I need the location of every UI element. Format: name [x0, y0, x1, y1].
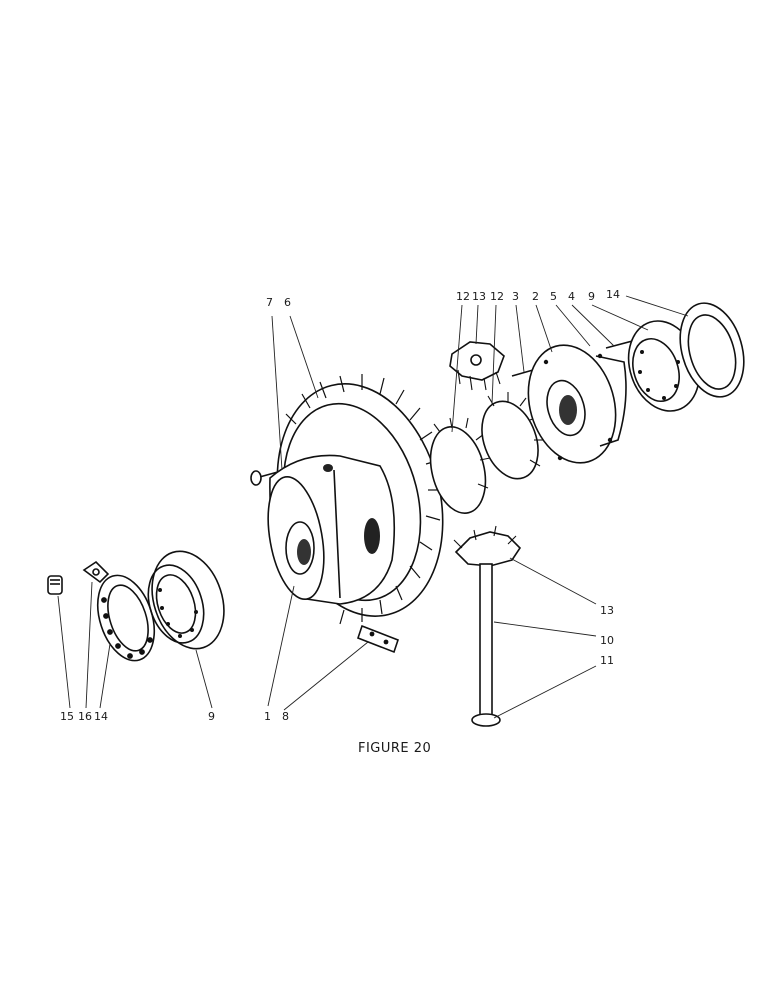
- retainer-ring-part-14-right: [679, 302, 745, 398]
- callout-2: 2: [532, 290, 539, 303]
- callout-5: 5: [550, 290, 557, 303]
- figure-caption: FIGURE 20: [358, 741, 431, 756]
- leader-lines: [57, 295, 689, 719]
- callout-8: 8: [282, 710, 289, 723]
- callout-9-a: 9: [588, 290, 595, 303]
- bearing-part-9-left: [147, 550, 225, 650]
- callout-14-a: 14: [606, 288, 620, 301]
- locating-plate-part-8: [357, 624, 399, 654]
- callout-6: 6: [284, 296, 291, 309]
- callout-16: 16: [78, 710, 92, 723]
- callout-4: 4: [568, 290, 575, 303]
- side-gear-part-12-left: [429, 417, 491, 514]
- pinion-part-13-top: [449, 341, 505, 391]
- callout-10: 10: [600, 634, 614, 647]
- callout-7: 7: [266, 296, 273, 309]
- pin-part-15: [47, 575, 63, 595]
- case-cover-part-2: [527, 344, 627, 464]
- lock-tab-part-16: [82, 560, 110, 584]
- callout-11: 11: [600, 654, 614, 667]
- callout-12-b: 12: [490, 290, 504, 303]
- callout-13-b: 13: [600, 604, 614, 617]
- callout-3: 3: [512, 290, 519, 303]
- pinion-shaft-assembly: [453, 525, 522, 727]
- callout-labels: 7 6 12 13 12 3 2 5 4 9 14 13 10 11 15 16…: [60, 288, 620, 723]
- callout-13-a: 13: [472, 290, 486, 303]
- callout-12-a: 12: [456, 290, 470, 303]
- callout-1: 1: [264, 710, 271, 723]
- callout-15: 15: [60, 710, 74, 723]
- callout-14-b: 14: [94, 710, 108, 723]
- callout-9-b: 9: [208, 710, 215, 723]
- differential-case-part-1: [267, 454, 396, 605]
- differential-pinion-part-12-right: [481, 392, 546, 480]
